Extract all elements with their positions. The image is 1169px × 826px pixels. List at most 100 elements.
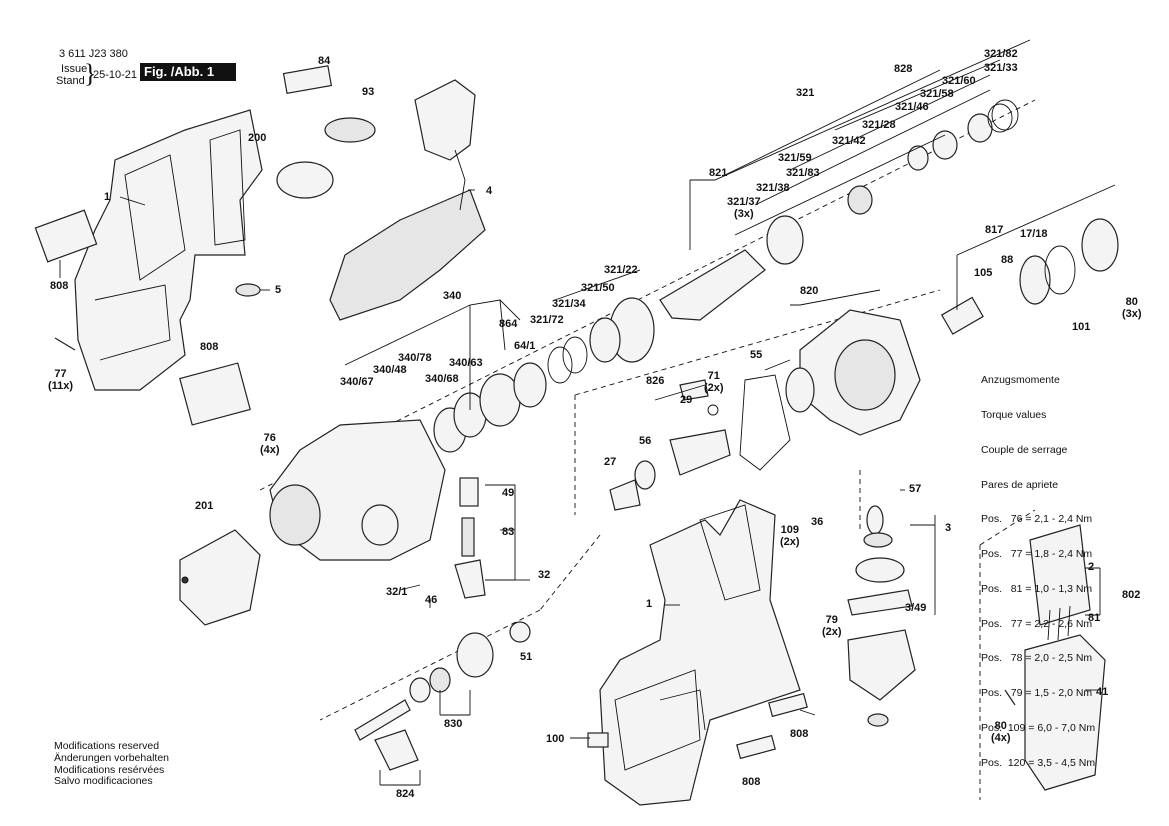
label-821: 821 xyxy=(709,167,728,179)
label-340-78: 340/78 xyxy=(398,352,432,364)
intermediate-gear-817 xyxy=(940,218,1119,335)
gear-assembly-321-22 xyxy=(547,297,655,384)
label-321-22: 321/22 xyxy=(604,264,638,276)
torque-row: Pos. 77 = 1,8 - 2,4 Nm xyxy=(981,548,1093,561)
chuck-201 xyxy=(179,529,261,626)
slider-part-84 xyxy=(282,65,333,95)
label-321-59: 321/59 xyxy=(778,152,812,164)
issue-label: Issue xyxy=(61,63,88,75)
bearings-stack xyxy=(433,362,547,453)
ring xyxy=(409,677,431,703)
label-808a: 808 xyxy=(50,280,69,292)
label-321-82: 321/82 xyxy=(984,48,1018,60)
spring-83 xyxy=(461,517,475,557)
label-808a xyxy=(34,209,98,263)
mod-line: Salvo modificaciones xyxy=(54,775,153,788)
label-109: 109 (2x) xyxy=(780,524,800,548)
label-57: 57 xyxy=(909,483,922,495)
label-340: 340 xyxy=(443,290,462,302)
label-321-28: 321/28 xyxy=(862,119,896,131)
label-2: 2 xyxy=(1088,561,1095,573)
label-808d xyxy=(736,734,776,760)
label-808c xyxy=(768,692,808,718)
label-46: 46 xyxy=(425,594,438,606)
label-321-60: 321/60 xyxy=(942,75,976,87)
label-51: 51 xyxy=(520,651,533,663)
label-71: 71 (2x) xyxy=(704,370,724,394)
label-321-37: 321/37 (3x) xyxy=(727,196,761,220)
label-41: 41 xyxy=(1096,686,1109,698)
label-1a: 1 xyxy=(104,191,111,203)
label-32-1: 32/1 xyxy=(386,586,408,598)
part-51 xyxy=(509,621,531,643)
housing-half-right xyxy=(599,499,801,806)
torque-row: Pos. 77 = 2,2 - 2,6 Nm xyxy=(981,617,1093,630)
issue-date: 25-10-21 xyxy=(93,69,138,81)
leader-lines xyxy=(59,39,1116,786)
brace-glyph: } xyxy=(84,59,97,88)
label-88: 88 xyxy=(1001,254,1014,266)
label-808c: 808 xyxy=(790,728,809,740)
torque-title-fr: Couple de serrage xyxy=(981,443,1068,456)
label-76: 76 (4x) xyxy=(260,432,280,456)
label-32: 32 xyxy=(538,569,551,581)
label-808b: 808 xyxy=(200,341,219,353)
spring-5 xyxy=(235,283,261,297)
brush-49 xyxy=(459,477,479,507)
switch-assembly xyxy=(329,79,486,321)
label-56: 56 xyxy=(639,435,652,447)
label-340-67: 340/67 xyxy=(340,376,374,388)
label-200: 200 xyxy=(248,132,267,144)
label-817: 817 xyxy=(985,224,1004,236)
torque-title-es: Pares de apriete xyxy=(981,478,1059,491)
label-4: 4 xyxy=(486,185,493,197)
label-321-33: 321/33 xyxy=(984,62,1018,74)
label-321-50: 321/50 xyxy=(581,282,615,294)
label-864: 864 xyxy=(499,318,518,330)
label-808b xyxy=(179,362,251,426)
spindle-321 xyxy=(659,99,1019,321)
torque-title-en: Torque values xyxy=(981,408,1047,421)
mod-line: Änderungen vorbehalten xyxy=(54,751,170,764)
label-828: 828 xyxy=(894,63,913,75)
shaft xyxy=(354,699,411,741)
label-201: 201 xyxy=(195,500,214,512)
label-101: 101 xyxy=(1072,321,1091,333)
lower-axis-dash-2 xyxy=(319,609,541,721)
label-321-58: 321/58 xyxy=(920,88,954,100)
label-27: 27 xyxy=(604,456,617,468)
label-321: 321 xyxy=(796,87,815,99)
stand-label: Stand xyxy=(56,75,85,87)
mod-line: Modifications reserved xyxy=(54,740,160,752)
label-83: 83 xyxy=(502,526,515,538)
label-321-72: 321/72 xyxy=(530,314,564,326)
torque-row: Pos. 79 = 1,5 - 2,0 Nm xyxy=(981,687,1093,700)
piston-826 xyxy=(609,379,731,511)
label-1b: 1 xyxy=(646,598,653,610)
label-321-34: 321/34 xyxy=(552,298,586,310)
label-29: 29 xyxy=(680,394,693,406)
housing-half-left xyxy=(74,109,263,391)
screw-77 xyxy=(54,337,76,351)
stator-2 xyxy=(1029,524,1091,641)
doc-number: 3 611 J23 380 xyxy=(59,48,128,60)
figure-title: Fig. /Abb. 1 xyxy=(140,63,236,81)
label-100: 100 xyxy=(546,733,565,745)
label-826: 826 xyxy=(646,375,665,387)
motor-axis-dash-2 xyxy=(979,509,1036,546)
label-5: 5 xyxy=(275,284,282,296)
label-808d: 808 xyxy=(742,776,761,788)
label-64-1: 64/1 xyxy=(514,340,536,352)
label-3-49: 3/49 xyxy=(905,602,927,614)
label-105: 105 xyxy=(974,267,993,279)
label-321-42: 321/42 xyxy=(832,135,866,147)
armature-3 xyxy=(847,505,916,727)
mod-line: Modifications resérvées xyxy=(54,763,165,776)
gearbox-820 xyxy=(739,309,921,471)
label-80a: 80 (3x) xyxy=(1122,296,1142,320)
label-3: 3 xyxy=(945,522,952,534)
torque-row: Pos. 81 = 1,0 - 1,3 Nm xyxy=(981,582,1093,595)
label-340-48: 340/48 xyxy=(373,364,407,376)
